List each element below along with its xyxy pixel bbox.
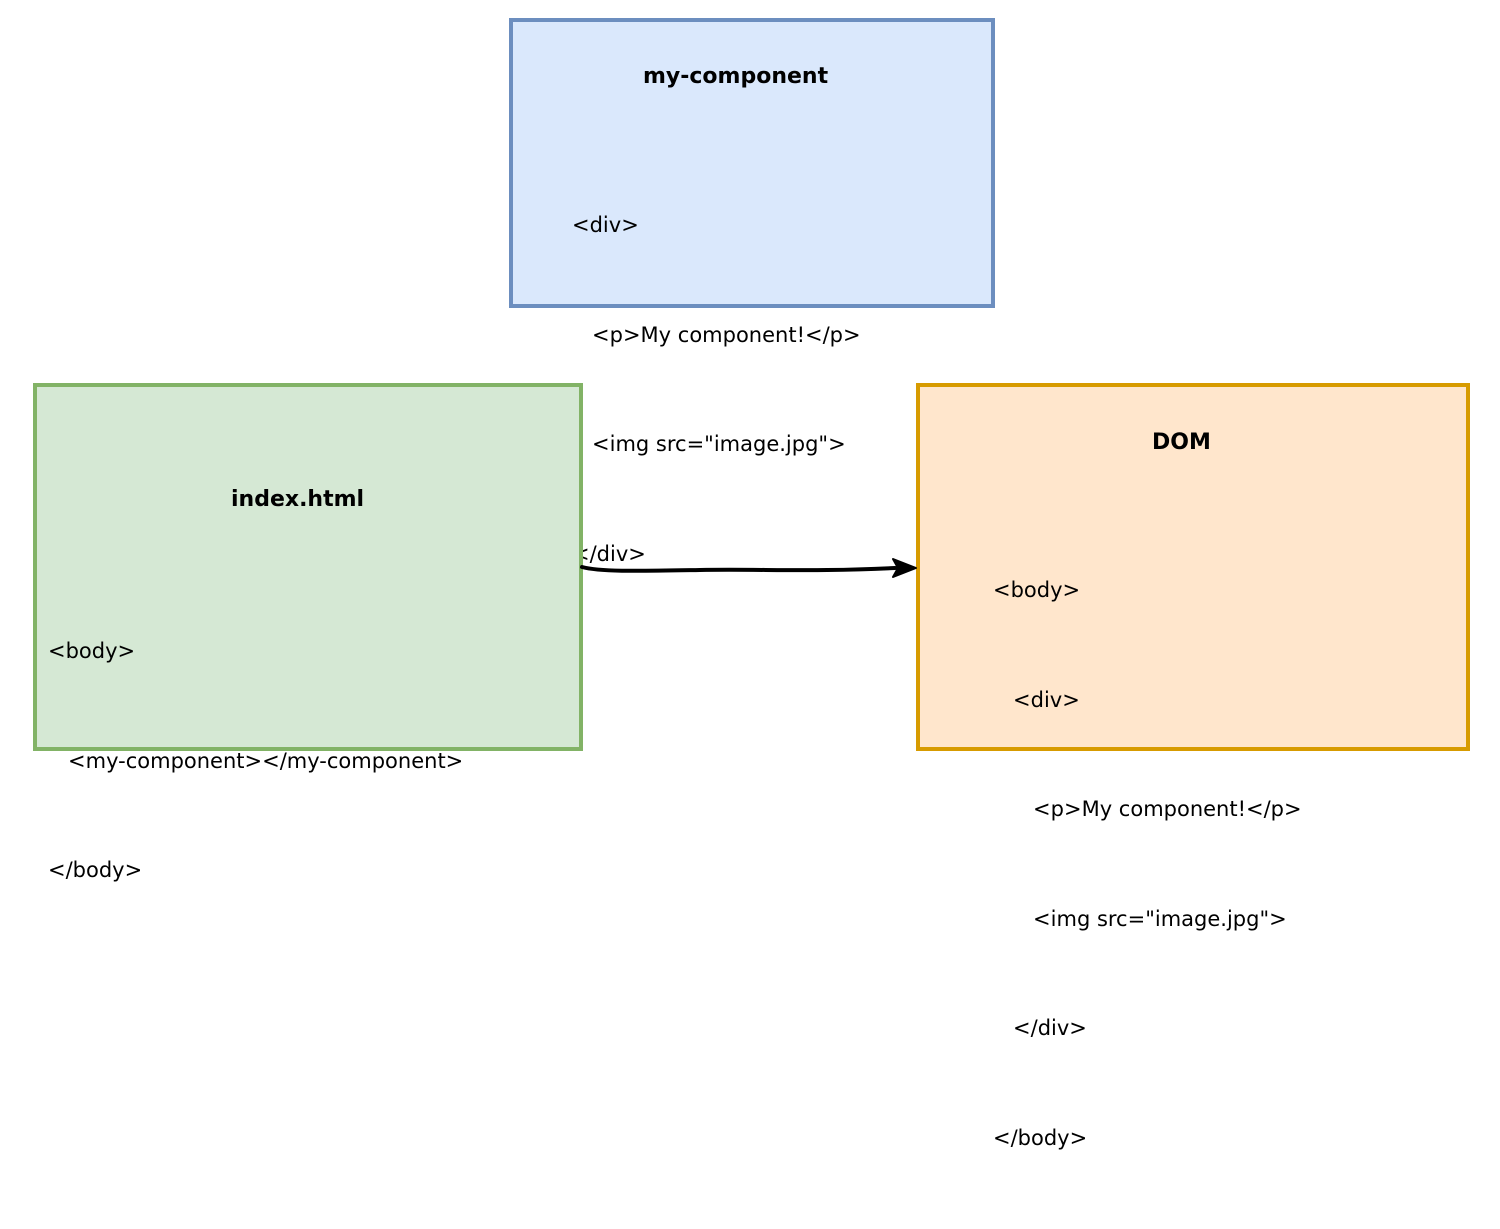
code-line: <div> bbox=[993, 687, 1080, 712]
component-code-block: <div> <p>My component!</p> <img src="ima… bbox=[572, 134, 861, 645]
component-box-title: my-component bbox=[643, 64, 829, 89]
code-line: </div> bbox=[993, 1016, 1087, 1040]
code-line: <img src="image.jpg"> bbox=[993, 906, 1287, 931]
code-line: </body> bbox=[993, 1125, 1088, 1150]
index-code-block: <body> <my-component></my-component> </b… bbox=[48, 560, 463, 962]
code-line: </body> bbox=[48, 858, 143, 882]
code-line: <my-component></my-component> bbox=[48, 748, 464, 773]
code-line: <p>My component!</p> bbox=[572, 322, 861, 347]
code-line: <img src="image.jpg"> bbox=[572, 432, 846, 456]
code-line: <div> bbox=[572, 213, 639, 237]
code-line: </div> bbox=[572, 541, 646, 566]
dom-code-block: <body> <div> <p>My component!</p> <img s… bbox=[993, 499, 1302, 1229]
code-line: <body> bbox=[48, 639, 136, 663]
index-box-title: index.html bbox=[231, 487, 365, 512]
dom-box-title: DOM bbox=[1152, 430, 1211, 455]
index-html-box: index.html <body> <my-component></my-com… bbox=[33, 383, 583, 882]
dom-box: DOM <body> <div> <p>My component!</p> <i… bbox=[916, 383, 1470, 1150]
component-definition-box: my-component <div> <p>My component!</p> … bbox=[509, 18, 995, 566]
arrow-head-icon bbox=[892, 558, 917, 578]
code-line: <p>My component!</p> bbox=[993, 797, 1302, 821]
code-line: <body> bbox=[993, 578, 1081, 602]
